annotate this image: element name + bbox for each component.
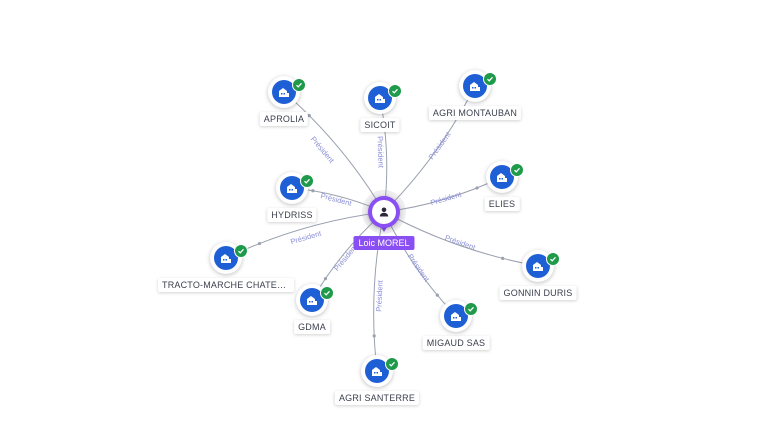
verified-check-icon <box>546 252 560 266</box>
company-label: SICOIT <box>360 118 400 132</box>
company-label: MIGAUD SAS <box>422 336 490 350</box>
edge-label-elies: Président <box>429 189 463 207</box>
verified-check-icon <box>385 357 399 371</box>
company-label: AGRI SANTERRE <box>334 391 420 405</box>
edge-arrow-migaud <box>435 293 439 297</box>
verified-check-icon <box>510 163 524 177</box>
edge-arrow-aprolia <box>307 114 311 118</box>
edge-label-aprolia: Président <box>309 135 337 166</box>
company-label: APROLIA <box>259 112 309 126</box>
company-label: ELIES <box>484 197 520 211</box>
verified-check-icon <box>320 286 334 300</box>
company-label: AGRI MONTAUBAN <box>428 106 522 120</box>
verified-check-icon <box>464 302 478 316</box>
edge-label-migaud: Président <box>406 252 432 284</box>
edge-agri-montauban <box>383 85 476 213</box>
company-label: GONNIN DURIS <box>499 286 577 300</box>
person-icon <box>372 200 396 224</box>
edge-arrow-tracto <box>257 241 262 246</box>
edge-arrow-gonnin <box>501 256 505 260</box>
company-label: HYDRISS <box>267 208 317 222</box>
edge-arrow-agri-santerre <box>372 334 376 338</box>
verified-check-icon <box>292 78 306 92</box>
edge-label-gonnin: Président <box>444 233 478 252</box>
edge-arrow-gdma <box>323 277 328 281</box>
building-icon <box>365 359 389 383</box>
edge-label-hydriss: Président <box>320 191 354 208</box>
company-label: GDMA <box>294 320 330 334</box>
edge-arrow-elies <box>475 186 479 190</box>
company-label: TRACTO-MARCHE CHATEL... <box>158 278 294 292</box>
edge-arrow-hydriss <box>311 189 315 193</box>
person-label: Loic MOREL <box>353 236 415 250</box>
edge-gonnin <box>383 211 539 267</box>
verified-check-icon <box>483 72 497 86</box>
verified-check-icon <box>388 84 402 98</box>
edge-label-agri-montauban: Président <box>427 129 453 161</box>
edge-label-agri-santerre: Président <box>374 279 384 312</box>
verified-check-icon <box>300 174 314 188</box>
verified-check-icon <box>234 244 248 258</box>
edge-label-sicoit: Président <box>375 136 385 169</box>
edge-aprolia <box>283 91 385 213</box>
